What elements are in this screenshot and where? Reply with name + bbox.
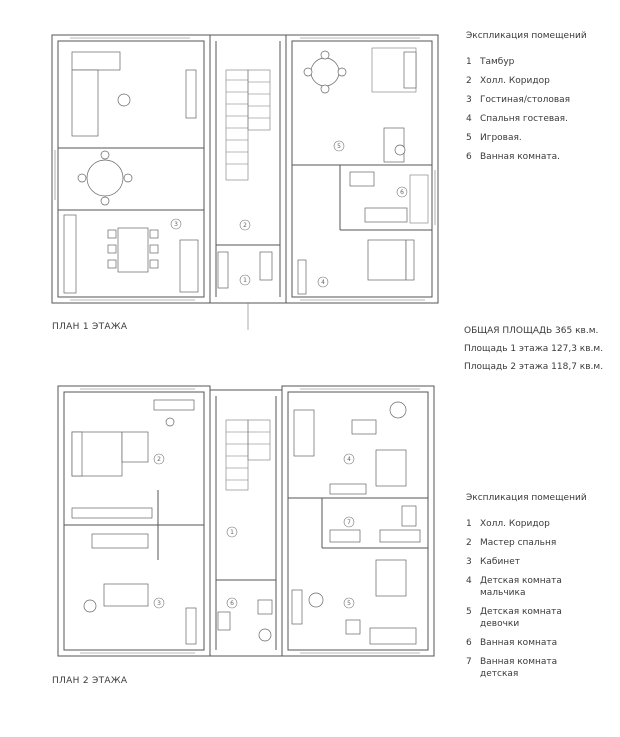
f1-right-block-inner-wall <box>291 40 433 298</box>
legend2-item-text: Детская комната мальчика <box>480 576 562 598</box>
legend1-item: 4 Спальня гостевая. <box>466 110 587 129</box>
legend2-item-number: 1 <box>466 519 472 529</box>
f2-room-number: 5 <box>347 600 351 607</box>
f2-left-block-inner-wall <box>63 391 205 651</box>
f1-room-number: 4 <box>321 279 325 286</box>
f1-room-number: 1 <box>243 277 247 284</box>
legend1-title: Экспликация помещений <box>466 31 587 41</box>
f1-room-number: 6 <box>400 189 404 196</box>
legend1-item-number: 2 <box>466 76 472 86</box>
legend1-item-text: Тамбур <box>480 57 515 67</box>
floor2-legend: Экспликация помещений 1 Холл. Коридор 2 Мас… <box>466 489 587 684</box>
legend1-item: 1 Тамбур <box>466 53 587 72</box>
legend1-item-number: 3 <box>466 95 472 105</box>
legend2-item: 3 Кабинет <box>466 553 587 572</box>
legend2-item-text: Холл. Коридор <box>480 519 550 529</box>
legend2-item-text: Ванная комната детская <box>480 657 558 679</box>
legend2-item: 7 Ванная комната детская <box>466 653 587 684</box>
floor1-plan: 1 2 3 4 5 6 <box>51 34 439 330</box>
floor1-legend: Экспликация помещений 1 Тамбур 2 Холл. Кори… <box>466 27 587 167</box>
legend2-item: 1 Холл. Коридор <box>466 515 587 534</box>
f2-room-number: 1 <box>230 529 234 536</box>
legend2-item-text: Детская комната девочки <box>480 607 562 629</box>
legend2-item-number: 7 <box>466 657 472 667</box>
legend2-item: 4 Детская комната мальчика <box>466 572 587 603</box>
legend2-item-text: Кабинет <box>480 557 520 567</box>
f1-room-number: 5 <box>337 143 341 150</box>
floor1-plan-title: ПЛАН 1 ЭТАЖА <box>52 322 128 332</box>
f2-right-block-inner-wall <box>287 391 429 651</box>
legend1-item-text: Ванная комната. <box>480 152 560 162</box>
f1-room-number: 3 <box>174 221 178 228</box>
legend2-title: Экспликация помещений <box>466 493 587 503</box>
legend1-item-text: Холл. Коридор <box>480 76 550 86</box>
area-total: ОБЩАЯ ПЛОЩАДЬ 365 кв.м. <box>464 326 599 336</box>
legend1-item: 5 Игровая. <box>466 129 587 148</box>
f2-room-number: 7 <box>347 519 351 526</box>
legend2-item: 6 Ванная комната <box>466 634 587 653</box>
legend2-item-text: Ванная комната <box>480 638 558 648</box>
legend1-item-number: 6 <box>466 152 472 162</box>
legend1-item: 6 Ванная комната. <box>466 148 587 167</box>
f2-stair-block-wall <box>209 389 283 657</box>
f2-stairs <box>225 419 271 491</box>
floor2-plan-title: ПЛАН 2 ЭТАЖА <box>52 676 128 686</box>
f2-room-markers: 1 2 3 4 5 6 7 <box>153 453 355 609</box>
f2-room-number: 3 <box>157 600 161 607</box>
f1-room-markers: 1 2 3 4 5 6 <box>170 140 408 288</box>
f2-room-number: 2 <box>157 456 161 463</box>
legend1-item-number: 1 <box>466 57 472 67</box>
area-floor1: Площадь 1 этажа 127,3 кв.м. <box>464 344 604 354</box>
legend2-item-number: 5 <box>466 607 472 617</box>
f1-stairs <box>225 69 271 181</box>
legend2-item: 2 Мастер спальня <box>466 534 587 553</box>
area-floor2: Площадь 2 этажа 118,7 кв.м. <box>464 362 604 372</box>
legend1-item-text: Игровая. <box>480 133 522 143</box>
legend1-item-text: Спальня гостевая. <box>480 114 568 124</box>
legend2-item-number: 4 <box>466 576 472 586</box>
legend2-item-number: 2 <box>466 538 472 548</box>
legend2-item-number: 3 <box>466 557 472 567</box>
legend1-item: 2 Холл. Коридор <box>466 72 587 91</box>
floor2-plan: 1 2 3 4 5 6 7 <box>57 385 435 657</box>
legend2-item-number: 6 <box>466 638 472 648</box>
legend1-item-text: Гостиная/столовая <box>480 95 571 105</box>
legend1-item: 3 Гостиная/столовая <box>466 91 587 110</box>
legend2-item: 5 Детская комната девочки <box>466 603 587 634</box>
f2-room-number: 6 <box>230 600 234 607</box>
f1-left-block-inner-wall <box>57 40 205 298</box>
legend1-item-number: 5 <box>466 133 472 143</box>
f1-room-number: 2 <box>243 222 247 229</box>
f2-room-number: 4 <box>347 456 351 463</box>
area-summary: ОБЩАЯ ПЛОЩАДЬ 365 кв.м. Площадь 1 этажа … <box>464 322 603 376</box>
legend2-item-text: Мастер спальня <box>480 538 557 548</box>
legend1-item-number: 4 <box>466 114 472 124</box>
